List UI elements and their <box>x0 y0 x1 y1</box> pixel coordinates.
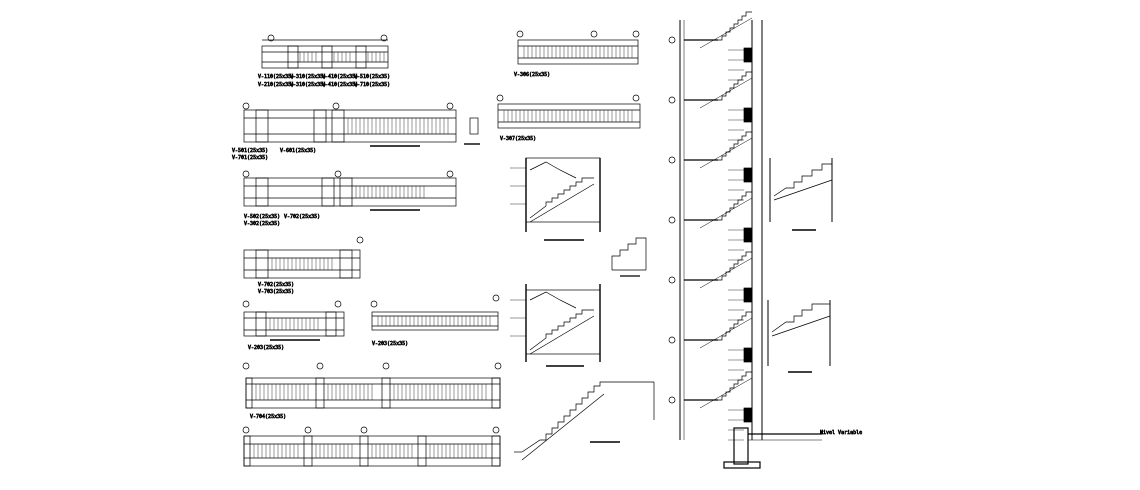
level-marker <box>668 96 676 104</box>
beam-detail-7: V-704(25x35) <box>242 362 502 420</box>
stair-run-bottom <box>514 381 655 461</box>
beam-label: V-410(25x35) <box>322 74 358 80</box>
beam-detail-4: V-702(25x35) V-703(25x35) <box>243 236 364 295</box>
stair-soffit <box>699 137 753 169</box>
stair-flights <box>668 11 753 441</box>
stair-flight <box>718 71 752 101</box>
beam-detail-5: V-203(25x35) <box>242 300 345 351</box>
wall-section <box>743 47 753 63</box>
foundation-label: Nivel Variable <box>820 430 862 436</box>
stair-flight <box>718 131 752 161</box>
beam-label: V-703(25x35) <box>258 289 294 295</box>
beam-label: V-510(25x35) <box>354 74 390 80</box>
level-marker <box>668 336 676 344</box>
beam-detail-3: V-502(25x35) V-702(25x35) V-302(25x35) <box>242 170 457 227</box>
beam-label: V-203(25x35) <box>248 345 284 351</box>
beam-label: V-502(25x35) <box>244 214 280 220</box>
beam-label: V-601(25x35) <box>280 148 316 154</box>
stair-section-2 <box>510 284 601 367</box>
stair-section-1 <box>510 157 601 241</box>
beam-detail-second: V-307(25x35) <box>496 94 641 142</box>
wall-section <box>743 167 753 183</box>
stair-soffit <box>699 77 753 109</box>
stair-soffit <box>699 257 753 289</box>
beam-label: V-210(25x35) <box>258 82 294 88</box>
beam-label: V-704(25x35) <box>250 414 286 420</box>
stair-flight <box>718 251 752 281</box>
beam-detail-1: V-110(25x35) V-310(25x35) V-410(25x35) V… <box>258 34 390 88</box>
stair-flight <box>718 191 752 221</box>
wall-section <box>743 407 753 423</box>
stair-elevation: Nivel Variable <box>668 11 863 469</box>
beam-label: V-701(25x35) <box>232 155 268 161</box>
beam-label: V-203(25x35) <box>372 341 408 347</box>
beam-label: V-710(25x35) <box>354 82 390 88</box>
stair-flight <box>718 371 752 401</box>
stair-soffit <box>699 317 753 349</box>
level-marker <box>668 216 676 224</box>
beam-detail-8 <box>242 426 501 467</box>
beam-label: V-310(25x35) <box>290 82 326 88</box>
beam-label: V-110(25x35) <box>258 74 294 80</box>
level-marker <box>668 156 676 164</box>
level-marker <box>668 36 676 44</box>
wall-section <box>743 287 753 303</box>
beam-label: V-702(25x35) <box>258 282 294 288</box>
beam-label: V-307(25x35) <box>500 136 536 142</box>
stair-flight <box>718 11 752 41</box>
stair-soffit <box>699 377 753 409</box>
wall-section <box>743 347 753 363</box>
level-marker <box>668 396 676 404</box>
stair-soffit <box>699 17 753 49</box>
stair-soffit <box>699 197 753 229</box>
side-detail-2 <box>767 300 831 373</box>
beam-label: V-501(25x35) <box>232 148 268 154</box>
beam-label: V-306(25x35) <box>514 72 550 78</box>
side-detail-1 <box>769 158 833 231</box>
wall-section <box>743 107 753 123</box>
wall-section <box>743 227 753 243</box>
beam-label: V-410(25x35) <box>322 82 358 88</box>
beam-label: V-302(25x35) <box>244 221 280 227</box>
level-marker <box>668 276 676 284</box>
stair-detail-small <box>611 237 647 277</box>
beam-detail-2: V-501(25x35) V-601(25x35) V-701(25x35) <box>232 102 480 161</box>
beam-detail-top: V-306(25x35) <box>514 30 640 78</box>
stair-flight <box>718 311 752 341</box>
beam-label: V-702(25x35) <box>284 214 320 220</box>
beam-label: V-310(25x35) <box>290 74 326 80</box>
beam-detail-6: V-203(25x35) <box>370 294 500 347</box>
